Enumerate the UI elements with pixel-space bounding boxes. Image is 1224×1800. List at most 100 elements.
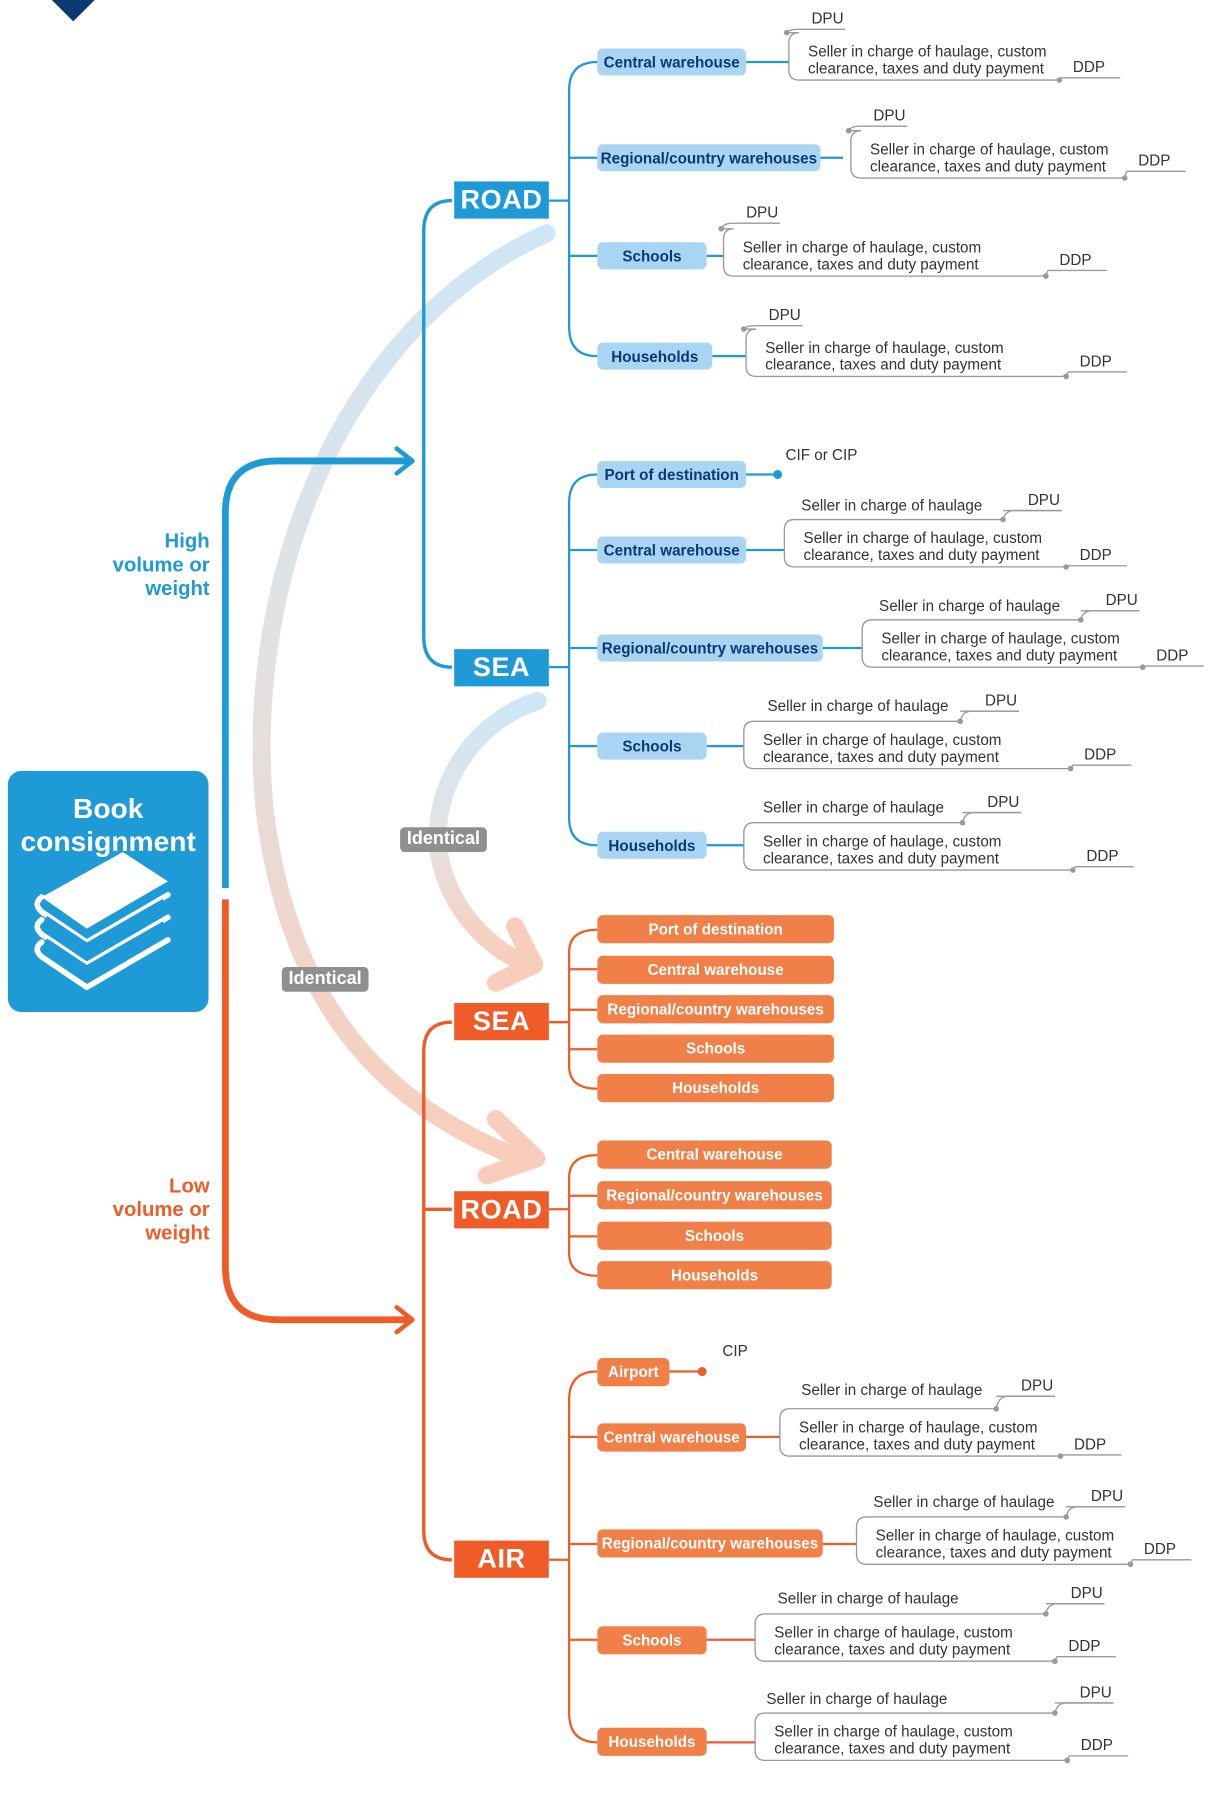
books-stack-icon: [34, 852, 171, 991]
junction-dot: [1063, 564, 1069, 570]
haulage-note: Seller in charge of haulage: [801, 1381, 983, 1399]
air-schools: Schools: [597, 1626, 707, 1655]
low-road-regional-warehouses: Regional/country warehouses: [597, 1181, 832, 1210]
low-sea-schools: Schools: [597, 1034, 834, 1063]
haulage-note: Seller in charge of haulage: [767, 697, 949, 715]
air-regional-warehouses: Regional/country warehouses: [597, 1529, 823, 1558]
detail-line-1: Seller in charge of haulage, custom: [762, 832, 1002, 850]
road-households: Households: [597, 342, 713, 370]
junction-dot: [1063, 1514, 1069, 1520]
high-volume-label: High volume or weight: [112, 529, 210, 600]
dpu-term: DPU: [1090, 1487, 1124, 1505]
detail-bracket: [786, 28, 1121, 81]
junction-dot: [1070, 867, 1076, 873]
junction-dot: [741, 326, 747, 332]
ddp-term: DDP: [1079, 546, 1112, 564]
detail-line-2: clearance, taxes and duty payment: [808, 59, 1045, 77]
road-schools: Schools: [597, 242, 707, 270]
junction-dot: [1052, 1658, 1058, 1665]
mode-road-low: ROAD: [454, 1191, 549, 1229]
detail-line-2: clearance, taxes and duty payment: [803, 546, 1040, 564]
junction-dot: [1043, 1611, 1049, 1617]
dpu-term: DPU: [746, 203, 779, 221]
junction-dot: [1139, 664, 1146, 671]
detail-line-1: Seller in charge of haulage, custom: [808, 42, 1047, 60]
detail-bracket: [848, 125, 1186, 179]
identical-flow-road: [252, 224, 556, 1165]
sea-schools: Schools: [597, 732, 707, 760]
detail-line-2: clearance, taxes and duty payment: [742, 255, 979, 273]
ddp-term: DDP: [1079, 352, 1112, 370]
junction-dot: [1064, 1757, 1071, 1764]
dpu-term: DPU: [987, 793, 1020, 811]
detail-line-1: Seller in charge of haulage, custom: [742, 238, 982, 256]
ddp-term: DDP: [1084, 746, 1117, 763]
chevron-corner-icon: [51, 0, 95, 22]
haulage-note: Seller in charge of haulage: [873, 1493, 1055, 1511]
dpu-term: DPU: [811, 10, 844, 28]
detail-line-2: clearance, taxes and duty payment: [774, 1740, 1011, 1757]
detail-line-2: clearance, taxes and duty payment: [765, 356, 1002, 374]
detail-line-1: Seller in charge of haulage, custom: [762, 731, 1002, 749]
detail-bracket: [720, 222, 1107, 277]
root-title-line1: Book: [72, 793, 144, 825]
detail-line-1: Seller in charge of haulage, custom: [881, 629, 1120, 647]
detail-line-2: clearance, taxes and duty payment: [762, 849, 999, 867]
ddp-term: DDP: [1072, 58, 1106, 76]
detail-line-1: Seller in charge of haulage, custom: [803, 529, 1043, 547]
ddp-term: DDP: [1156, 646, 1189, 664]
ddp-term: DDP: [1138, 152, 1171, 170]
junction-dot: [845, 127, 852, 134]
air-airport-term: CIP: [722, 1342, 748, 1360]
low-road-central-warehouse: Central warehouse: [597, 1140, 832, 1169]
detail-line-1: Seller in charge of haulage, custom: [875, 1527, 1115, 1544]
dpu-term: DPU: [1021, 1377, 1054, 1395]
identical-badge-road: Identical: [281, 966, 369, 992]
haulage-note: Seller in charge of haulage: [766, 1690, 948, 1708]
air-airport: Airport: [597, 1358, 670, 1387]
mode-road-high: ROAD: [454, 181, 549, 219]
detail-line-2: clearance, taxes and duty payment: [870, 157, 1107, 175]
low-sea-regional-warehouses: Regional/country warehouses: [597, 995, 834, 1024]
identical-badge-sea: Identical: [400, 827, 487, 853]
detail-line-1: Seller in charge of haulage, custom: [774, 1624, 1013, 1641]
junction-dot: [1043, 273, 1049, 279]
mode-sea-low: SEA: [454, 1003, 549, 1041]
junction-dot: [1127, 1561, 1134, 1568]
junction-dot: [1052, 1710, 1058, 1716]
haulage-note: Seller in charge of haulage: [801, 497, 983, 514]
mode-sea-high: SEA: [454, 649, 549, 687]
junction-dot: [718, 225, 725, 232]
arrow-right-icon: [394, 1305, 415, 1335]
junction-dot: [993, 1405, 1000, 1412]
ddp-term: DDP: [1080, 1736, 1113, 1754]
dpu-term: DPU: [1027, 491, 1060, 509]
detail-line-1: Seller in charge of haulage, custom: [799, 1418, 1038, 1436]
low-sea-central-warehouse: Central warehouse: [597, 955, 834, 984]
sea-regional-warehouses: Regional/country warehouses: [597, 634, 823, 662]
dpu-term: DPU: [1105, 591, 1138, 609]
detail-line-2: clearance, taxes and duty payment: [881, 646, 1118, 664]
road-regional-warehouses: Regional/country warehouses: [597, 144, 821, 172]
ddp-term: DDP: [1143, 1540, 1177, 1558]
air-households: Households: [597, 1727, 707, 1756]
junction-dot: [1121, 175, 1128, 181]
junction-dot: [1056, 77, 1063, 83]
ddp-term: DDP: [1086, 847, 1119, 865]
ddp-term: DDP: [1074, 1435, 1107, 1453]
sea-central-warehouse: Central warehouse: [597, 536, 747, 564]
dpu-term: DPU: [768, 306, 801, 324]
detail-line-2: clearance, taxes and duty payment: [799, 1435, 1036, 1453]
low-sea-port: Port of destination: [597, 915, 834, 944]
low-sea-households: Households: [597, 1074, 834, 1103]
road-central-warehouse: Central warehouse: [597, 48, 747, 76]
detail-line-2: clearance, taxes and duty payment: [875, 1543, 1112, 1561]
detail-line-2: clearance, taxes and duty payment: [762, 748, 999, 766]
junction-dot: [783, 29, 790, 36]
dpu-term: DPU: [1070, 1584, 1103, 1602]
dpu-term: DPU: [984, 691, 1018, 709]
book-consignment-box: Book consignment: [7, 770, 209, 1013]
ddp-term: DDP: [1059, 251, 1092, 269]
